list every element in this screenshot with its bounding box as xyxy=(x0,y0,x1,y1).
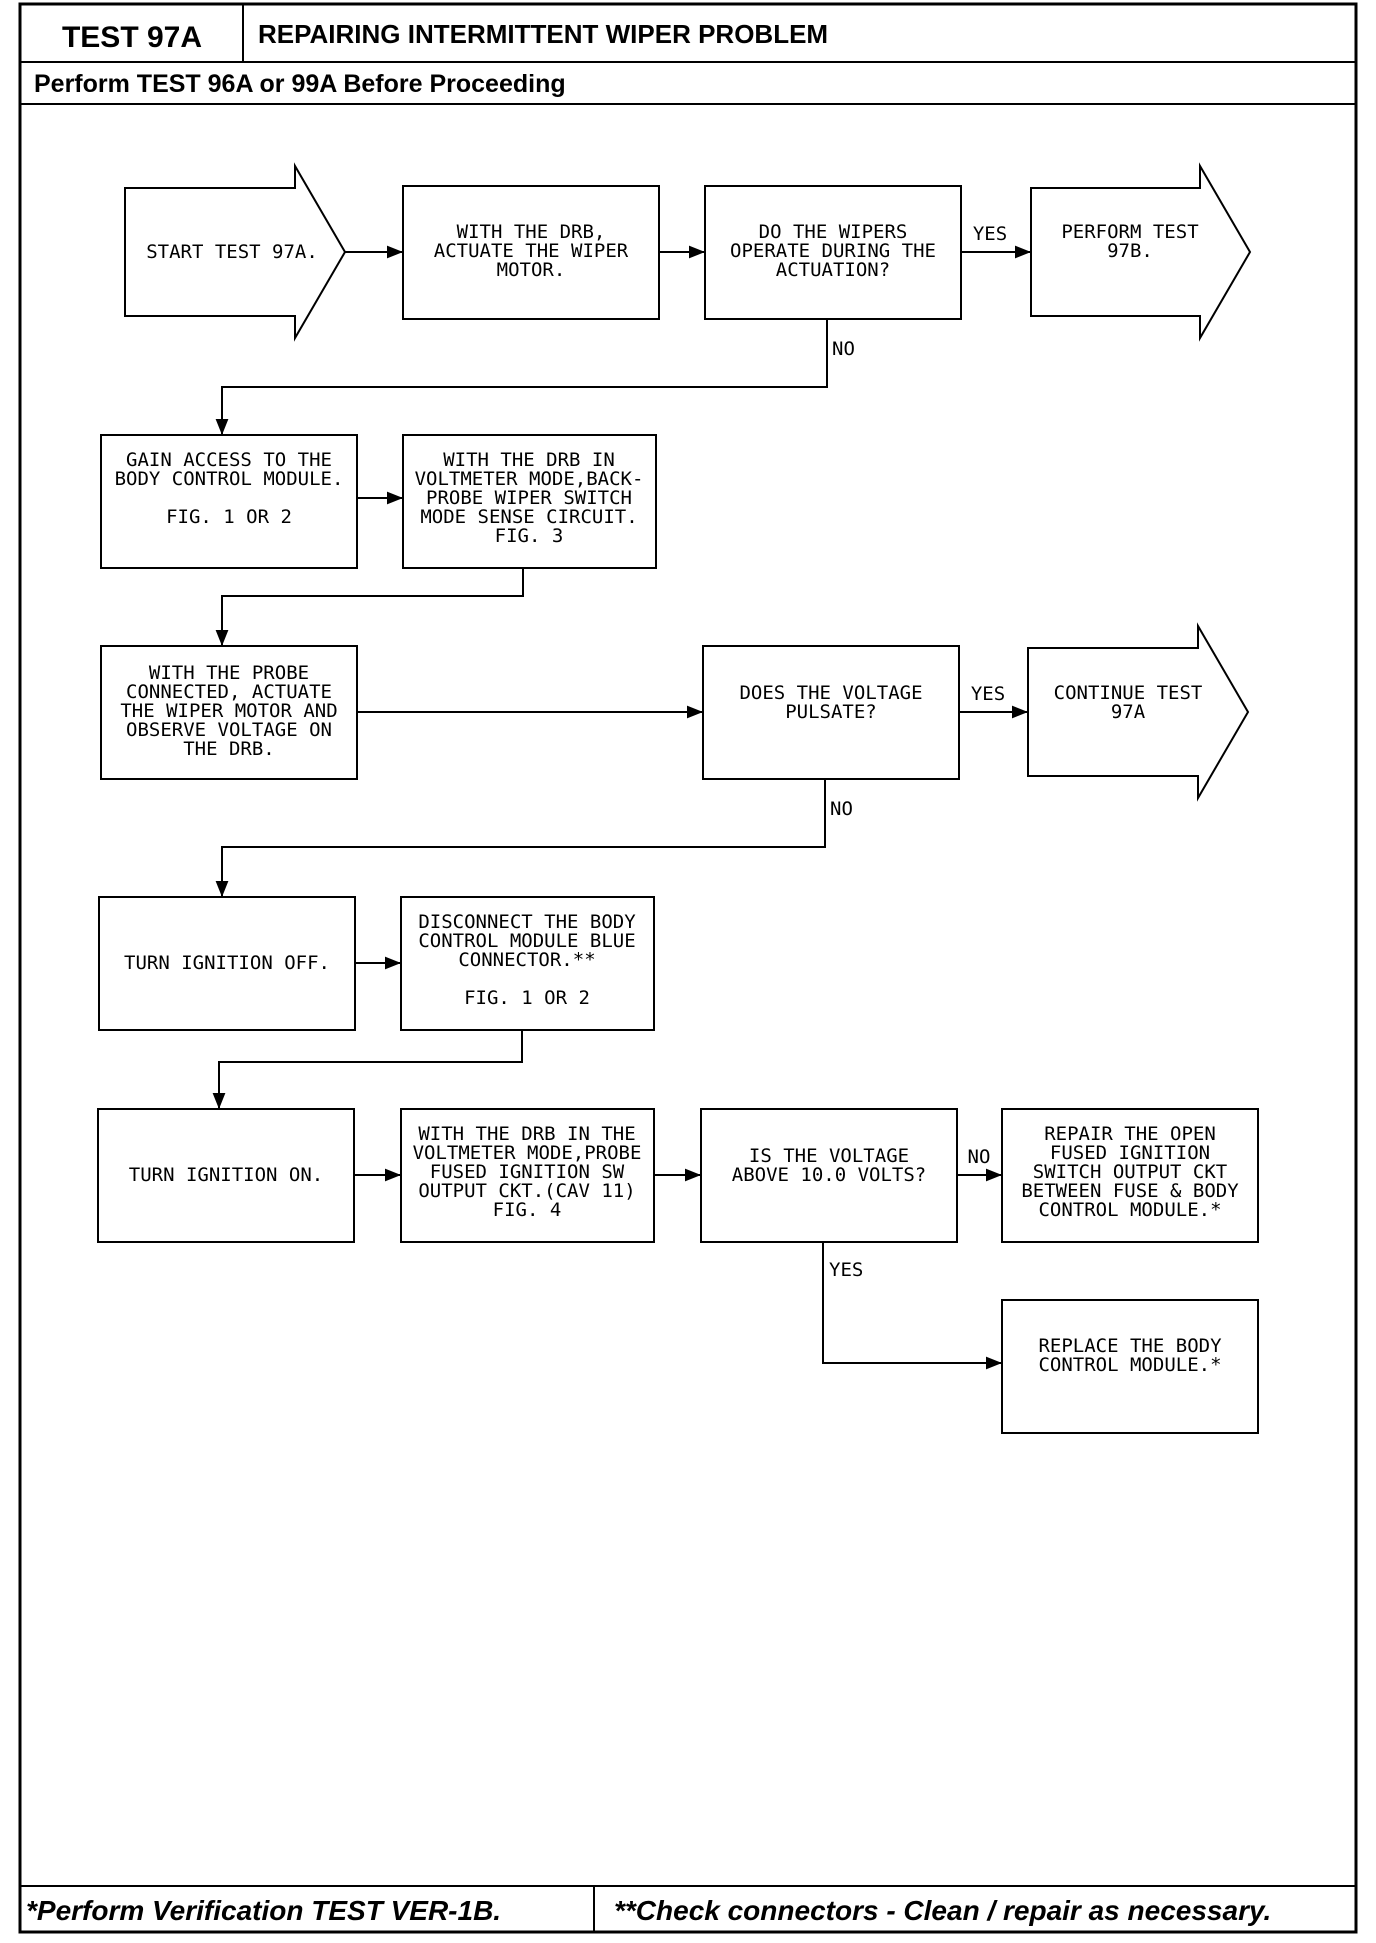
connector-backprobe-to-observe xyxy=(215,568,524,646)
test-id: TEST 97A xyxy=(62,21,202,54)
wipers-operate-q-line: OPERATE DURING THE xyxy=(730,240,936,262)
ignition-off-box xyxy=(98,896,356,1031)
ignition-off-line: TURN IGNITION OFF. xyxy=(124,952,330,974)
gain-access-box xyxy=(100,434,358,569)
backprobe-line: PROBE WIPER SWITCH xyxy=(426,487,632,509)
start-test-arrow xyxy=(124,162,347,342)
probe-fused-line: OUTPUT CKT.(CAV 11) xyxy=(418,1180,635,1202)
yes-label-3: YES xyxy=(829,1259,863,1281)
ignition-on-box xyxy=(97,1108,355,1243)
yes-label-1: YES xyxy=(973,223,1007,245)
voltage-above-q-line: IS THE VOLTAGE xyxy=(749,1145,909,1167)
replace-bcm-line: CONTROL MODULE.* xyxy=(1038,1354,1221,1376)
backprobe-line: FIG. 3 xyxy=(495,525,564,547)
repair-open-line: BETWEEN FUSE & BODY xyxy=(1021,1180,1239,1202)
continue-97a-line: 97A xyxy=(1111,701,1146,723)
actuate-motor-line: WITH THE DRB, xyxy=(457,221,606,243)
continue-97a-arrow xyxy=(1027,622,1250,802)
backprobe-line: MODE SENSE CIRCUIT. xyxy=(420,506,637,528)
probe-fused-box xyxy=(400,1108,655,1243)
disconnect-blue-line: CONNECTOR.** xyxy=(458,949,595,971)
perform-97b-line: 97B. xyxy=(1107,240,1153,262)
start-line: START TEST 97A. xyxy=(146,241,318,263)
footer-note-connectors: **Check connectors - Clean / repair as n… xyxy=(614,1895,1271,1926)
repair-open-line: REPAIR THE OPEN xyxy=(1044,1123,1216,1145)
wipers-operate-q-line: ACTUATION? xyxy=(776,259,890,281)
gain-access-line: GAIN ACCESS TO THE xyxy=(126,449,332,471)
ignition-on-line: TURN IGNITION ON. xyxy=(129,1164,323,1186)
backprobe-line: WITH THE DRB IN xyxy=(443,449,615,471)
disconnect-blue-line: DISCONNECT THE BODY xyxy=(418,911,636,933)
prerequisite-note: Perform TEST 96A or 99A Before Proceedin… xyxy=(34,70,566,98)
gain-access-line: FIG. 1 OR 2 xyxy=(166,506,292,528)
disconnect-blue-line: CONTROL MODULE BLUE xyxy=(418,930,635,952)
probe-fused-line: VOLTMETER MODE,PROBE xyxy=(413,1142,642,1164)
probe-fused-line: FUSED IGNITION SW xyxy=(430,1161,625,1183)
observe-voltage-line: THE WIPER MOTOR AND xyxy=(120,700,337,722)
no-label-3: NO xyxy=(968,1146,991,1168)
connector-no-to-ignition-off xyxy=(215,779,826,897)
disconnect-blue-line: FIG. 1 OR 2 xyxy=(464,987,590,1009)
probe-fused-line: FIG. 4 xyxy=(493,1199,562,1221)
observe-voltage-line: CONNECTED, ACTUATE xyxy=(126,681,332,703)
connector-no-to-gain-access xyxy=(215,319,828,435)
no-label-1: NO xyxy=(832,338,855,360)
disconnect-blue-box xyxy=(400,896,655,1031)
wipers-operate-decision xyxy=(704,185,962,320)
footer-note-verification: *Perform Verification TEST VER-1B. xyxy=(26,1895,501,1926)
repair-open-box xyxy=(1001,1108,1259,1243)
continue-97a-line: CONTINUE TEST xyxy=(1054,682,1203,704)
repair-open-line: SWITCH OUTPUT CKT xyxy=(1033,1161,1227,1183)
replace-bcm-line: REPLACE THE BODY xyxy=(1038,1335,1222,1357)
observe-voltage-line: OBSERVE VOLTAGE ON xyxy=(126,719,332,741)
repair-open-line: FUSED IGNITION xyxy=(1050,1142,1210,1164)
connector-disconnect-to-ignition-on xyxy=(212,1030,523,1109)
gain-access-line: BODY CONTROL MODULE. xyxy=(115,468,344,490)
perform-97b-line: PERFORM TEST xyxy=(1061,221,1198,243)
observe-voltage-line: THE DRB. xyxy=(183,738,275,760)
connector-yes-to-replace xyxy=(822,1242,1002,1370)
voltage-pulsate-q-line: PULSATE? xyxy=(785,701,877,723)
replace-bcm-box xyxy=(1001,1299,1259,1434)
actuate-motor-line: ACTUATE THE WIPER xyxy=(434,240,629,262)
repair-open-line: CONTROL MODULE.* xyxy=(1038,1199,1221,1221)
page-border xyxy=(18,2,1358,1934)
wipers-operate-q-line: DO THE WIPERS xyxy=(759,221,908,243)
no-label-2: NO xyxy=(830,798,853,820)
observe-voltage-line: WITH THE PROBE xyxy=(149,662,309,684)
perform-97b-arrow xyxy=(1030,162,1252,342)
yes-label-2: YES xyxy=(971,683,1005,705)
voltage-above-q-line: ABOVE 10.0 VOLTS? xyxy=(732,1164,926,1186)
test-title: REPAIRING INTERMITTENT WIPER PROBLEM xyxy=(258,19,828,49)
actuate-motor-line: MOTOR. xyxy=(497,259,566,281)
backprobe-line: VOLTMETER MODE,BACK- xyxy=(415,468,644,490)
backprobe-box xyxy=(402,434,657,569)
voltage-pulsate-q-line: DOES THE VOLTAGE xyxy=(739,682,922,704)
probe-fused-line: WITH THE DRB IN THE xyxy=(418,1123,635,1145)
